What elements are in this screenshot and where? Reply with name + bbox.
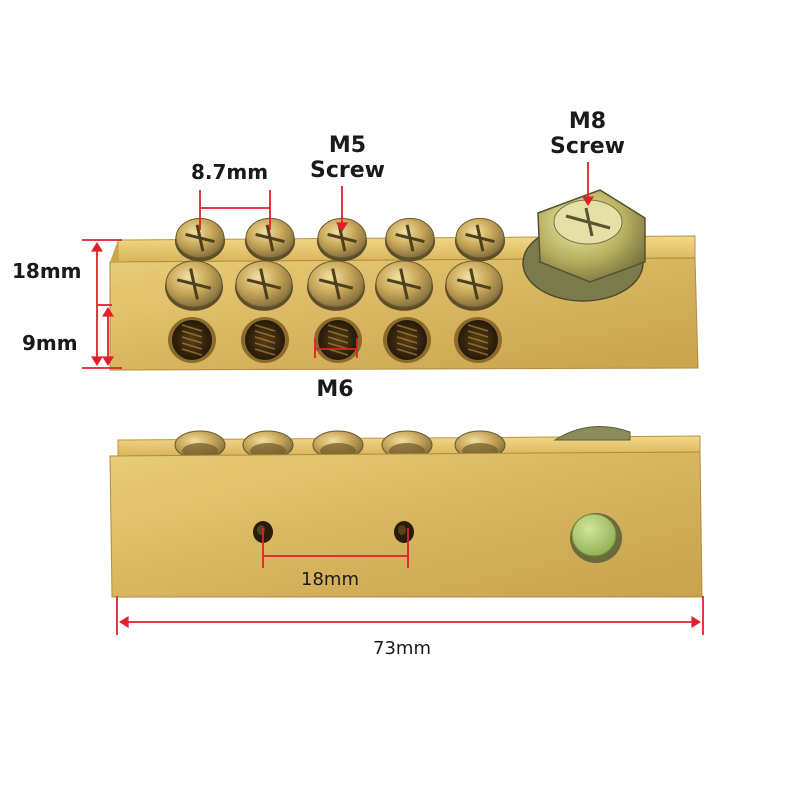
back-row-screw	[175, 217, 225, 262]
m8-pointer-arrow	[582, 196, 594, 206]
side-hole-thread	[467, 330, 489, 338]
side-hole-thread	[254, 324, 276, 332]
side-hole-thread	[327, 330, 349, 338]
bottom-terminal-bar	[109, 426, 703, 598]
front-row-screw	[375, 260, 433, 311]
side-hole-thread	[181, 342, 203, 350]
side-hole-thread	[254, 342, 276, 350]
top-bar-left-edge	[110, 240, 118, 262]
height-lower-label: 9mm	[22, 331, 78, 355]
side-hole-thread	[254, 336, 276, 344]
m5-pointer-arrow	[336, 222, 348, 232]
side-hole-thread	[396, 324, 418, 332]
m5-screw-label-line1: M5	[328, 133, 367, 158]
pitch-label: 8.7mm	[191, 160, 269, 184]
top-terminal-bar	[109, 189, 699, 371]
mount-hole	[394, 521, 414, 543]
length-arrow-left	[119, 616, 129, 628]
side-hole-thread	[396, 348, 418, 356]
front-row-screw-cross	[399, 268, 409, 300]
hole-thread-label: M6	[316, 377, 354, 402]
side-hole-thread	[467, 348, 489, 356]
side-hole-thread	[467, 336, 489, 344]
back-row-screw-cross	[475, 224, 485, 252]
side-hole-thread	[396, 330, 418, 338]
back-row-screw-cross	[195, 224, 205, 252]
side-hole-thread	[327, 342, 349, 350]
side-hole-thread	[181, 324, 203, 332]
length-label: 73mm	[373, 638, 431, 659]
back-row-screw	[455, 217, 505, 262]
side-hole-thread	[181, 336, 203, 344]
height-arrow-top	[91, 242, 103, 252]
m8-screw-label-line2: Screw	[550, 134, 625, 159]
m8-screw-label-line1: M8	[568, 109, 607, 134]
mount-hole-depth	[398, 525, 406, 535]
back-row-screw	[245, 217, 295, 262]
height-arrow-bottom	[91, 356, 103, 366]
side-hole-thread	[467, 324, 489, 332]
front-row-screw	[165, 260, 223, 311]
back-row-screw	[385, 217, 435, 262]
side-hole	[454, 317, 502, 363]
side-hole-thread	[254, 330, 276, 338]
side-hole-thread	[327, 324, 349, 332]
m8-nut-assembly	[522, 189, 646, 302]
back-row-screw-cross	[337, 224, 347, 252]
lower-height-arrow-bottom	[102, 356, 114, 366]
side-hole-thread	[467, 342, 489, 350]
side-hole-thread	[181, 330, 203, 338]
front-row-screw	[445, 260, 503, 311]
mount-spacing-label: 18mm	[301, 569, 359, 590]
side-hole-thread	[396, 336, 418, 344]
back-row-screw-cross	[265, 224, 275, 252]
front-row-screw	[235, 260, 293, 311]
green-screw-face	[571, 513, 617, 557]
front-row-screw-cross	[189, 268, 199, 300]
front-row-screw	[307, 260, 365, 311]
m8-screw-cross	[584, 207, 594, 237]
side-hole	[241, 317, 289, 363]
lower-height-arrow-top	[102, 307, 114, 317]
bars-layer	[109, 189, 703, 598]
side-hole	[168, 317, 216, 363]
front-row-screw-cross	[469, 268, 479, 300]
front-row-screw-cross	[259, 268, 269, 300]
bottom-m8-nut-top	[553, 426, 631, 441]
back-row-screw-cross	[405, 224, 415, 252]
side-hole-thread	[327, 348, 349, 356]
side-hole-thread	[327, 336, 349, 344]
m5-screw-label-line2: Screw	[310, 158, 385, 183]
side-hole	[314, 317, 362, 363]
green-screw-end	[570, 513, 622, 563]
side-hole	[383, 317, 431, 363]
side-hole-thread	[396, 342, 418, 350]
side-hole-thread	[254, 348, 276, 356]
front-row-screw-cross	[331, 268, 341, 300]
height-total-label: 18mm	[12, 259, 82, 283]
dimension-lines-layer	[82, 162, 704, 635]
side-hole-thread	[181, 348, 203, 356]
length-arrow-right	[691, 616, 701, 628]
